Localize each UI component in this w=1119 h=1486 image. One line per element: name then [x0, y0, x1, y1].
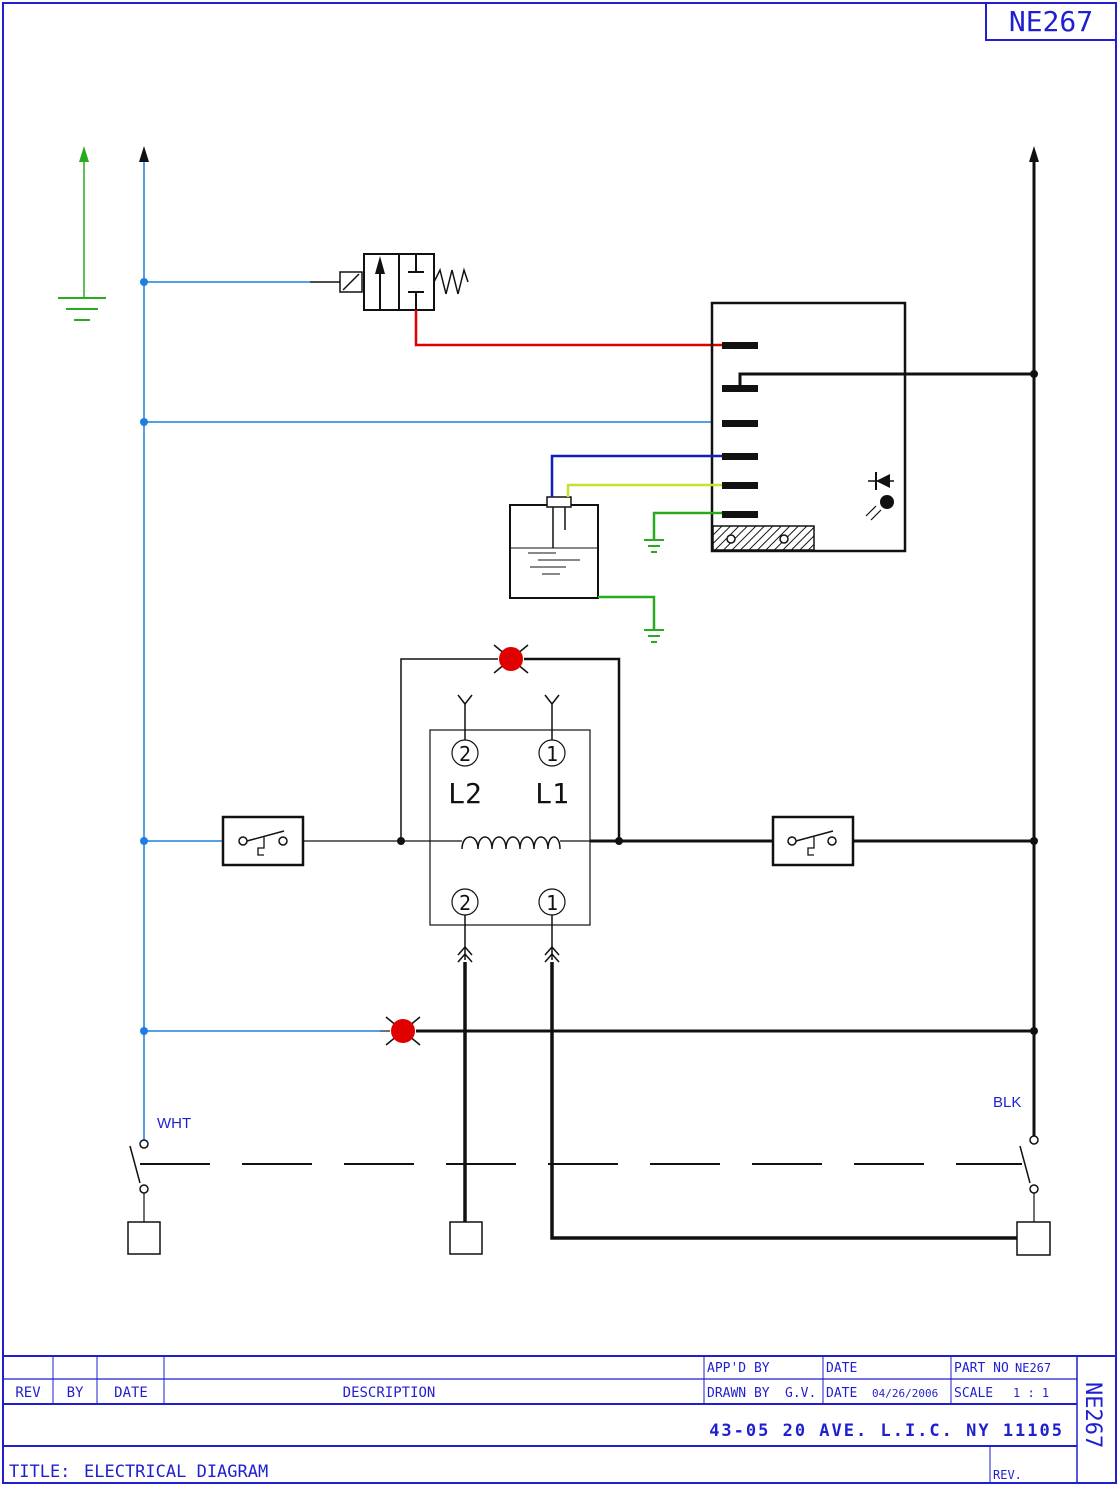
- heater-leads: [463, 962, 1017, 1240]
- date-column-header: DATE: [114, 1385, 148, 1401]
- appd-date-label: DATE: [826, 1361, 857, 1376]
- controller-module: [710, 301, 907, 553]
- rev-column-header: REV: [15, 1385, 41, 1401]
- terminal-1-bottom-label: 1: [546, 891, 558, 915]
- main-switch: WHT BLK: [129, 1094, 1039, 1222]
- controller-line-wire: [738, 372, 1034, 388]
- part-no-label: PART NO: [954, 1361, 1009, 1376]
- side-part-number: NE267: [1080, 1382, 1105, 1448]
- ground-terminal: [58, 146, 106, 321]
- title-block: APP'D BY DATE PART NO NE267 REV BY DATE …: [3, 1355, 1116, 1483]
- level-probe-tank: [509, 496, 599, 599]
- line-bus: [1029, 146, 1039, 1140]
- coil-circuit: [303, 837, 1034, 845]
- title-label: TITLE:: [9, 1462, 70, 1482]
- terminal-block-line: [1016, 1221, 1051, 1256]
- thermostat-switch-right: [771, 815, 855, 867]
- terminal-block-center: [449, 1221, 483, 1255]
- terminal-l2-label: L2: [448, 777, 482, 810]
- drawn-date-value: 04/26/2006: [872, 1387, 938, 1400]
- wht-label: WHT: [157, 1115, 191, 1132]
- part-no-value: NE267: [1015, 1361, 1051, 1375]
- scale-value: 1 : 1: [1013, 1386, 1049, 1400]
- blk-label: BLK: [993, 1094, 1021, 1111]
- rev-label: REV.: [993, 1468, 1022, 1482]
- pilot-lamp-top: [400, 644, 621, 841]
- yellow-green-wire: [566, 483, 722, 497]
- drawn-by-label: DRAWN BY: [707, 1386, 770, 1401]
- terminal-block-neutral: [127, 1221, 161, 1255]
- red-wire: [414, 310, 722, 347]
- title-value: ELECTRICAL DIAGRAM: [84, 1462, 268, 1482]
- terminal-2-top-label: 2: [459, 742, 471, 766]
- terminal-2-bottom-label: 2: [459, 891, 471, 915]
- part-number-box: NE267: [985, 3, 1116, 41]
- blue-wire: [550, 454, 722, 497]
- drawn-date-label: DATE: [826, 1386, 857, 1401]
- appd-by-label: APP'D BY: [707, 1361, 770, 1376]
- scale-label: SCALE: [954, 1386, 993, 1401]
- pilot-lamp-bottom: [380, 1016, 1034, 1046]
- description-column-header: DESCRIPTION: [343, 1385, 436, 1401]
- part-number-text: NE267: [1009, 5, 1093, 38]
- terminal-1-top-label: 1: [546, 742, 558, 766]
- solenoid-valve: [310, 253, 469, 311]
- tank-ground: [598, 595, 664, 643]
- company-address: 43-05 20 AVE. L.I.C. NY 11105: [709, 1421, 1064, 1441]
- drawn-by-value: G.V.: [785, 1386, 816, 1401]
- thermostat-switch-left: [221, 815, 305, 867]
- terminal-l1-label: L1: [535, 777, 569, 810]
- contactor: 2 1 L2 L1 2 1: [429, 694, 591, 963]
- neutral-bus: [139, 146, 712, 1140]
- controller-ground: [644, 511, 722, 553]
- by-column-header: BY: [67, 1385, 84, 1401]
